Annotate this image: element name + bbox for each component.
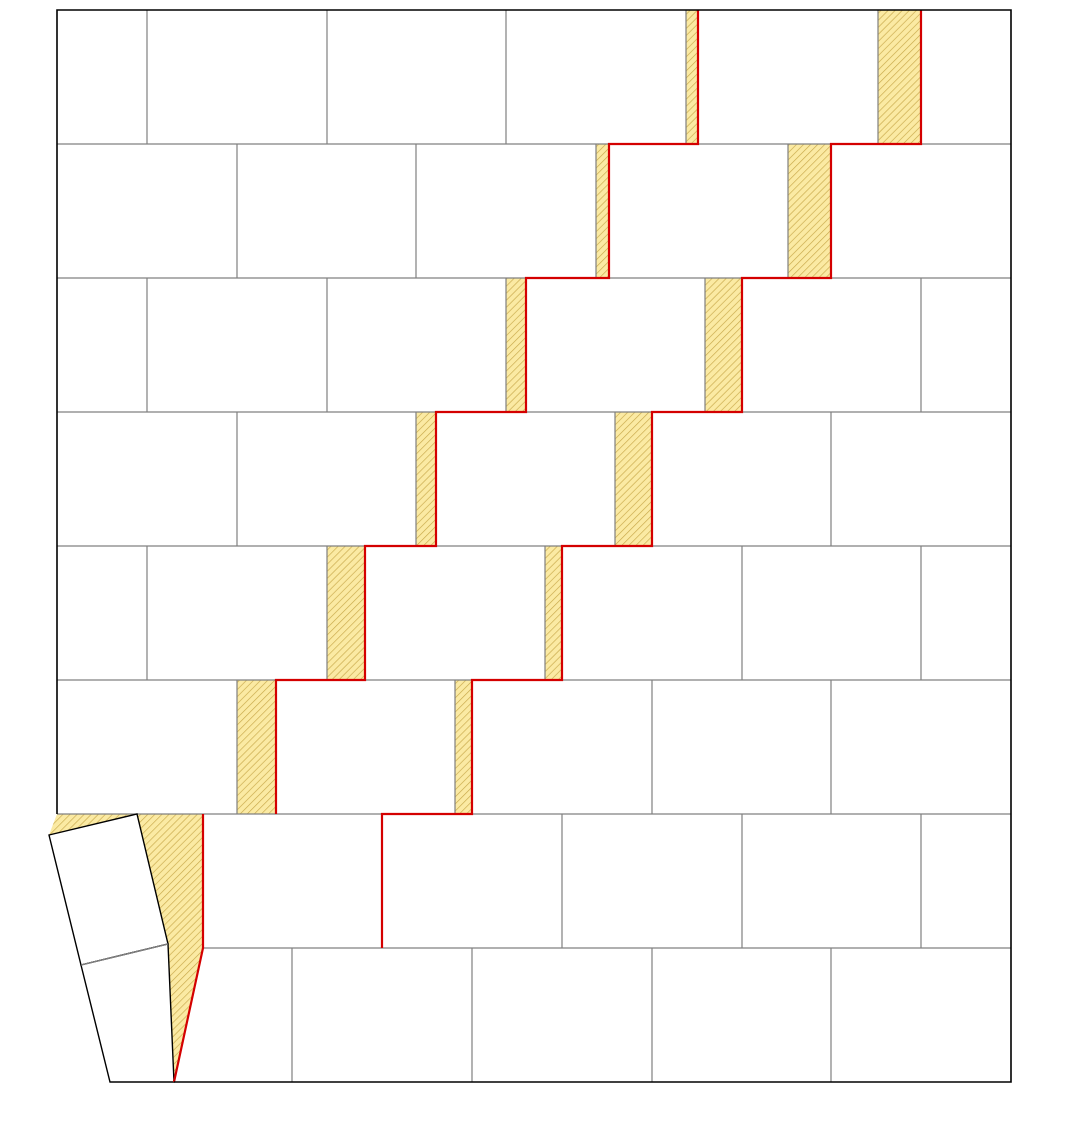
displaced-brick xyxy=(80,943,175,1083)
crack-opening xyxy=(705,278,742,412)
mortar-joints xyxy=(57,10,1011,1082)
wall-boundary xyxy=(56,9,1012,1083)
crack-openings xyxy=(49,10,921,1082)
stepped-crack xyxy=(274,10,700,814)
crack-opening xyxy=(455,680,472,814)
crack-opening xyxy=(416,412,436,546)
crack-opening xyxy=(596,144,609,278)
crack-opening xyxy=(686,10,698,144)
crack-opening xyxy=(237,680,276,814)
stepped-crack xyxy=(172,814,205,1083)
crack-opening xyxy=(788,144,831,278)
crack-opening xyxy=(878,10,921,144)
stepped-crack xyxy=(380,10,923,948)
crack-opening xyxy=(545,546,562,680)
crack-opening xyxy=(615,412,652,546)
crack-lines xyxy=(172,10,923,1083)
displaced-corner-bricks xyxy=(48,813,175,1083)
crack-opening xyxy=(327,546,365,680)
wall-outline xyxy=(56,9,1012,1083)
displaced-brick-joint xyxy=(80,943,169,966)
crack-opening xyxy=(506,278,526,412)
